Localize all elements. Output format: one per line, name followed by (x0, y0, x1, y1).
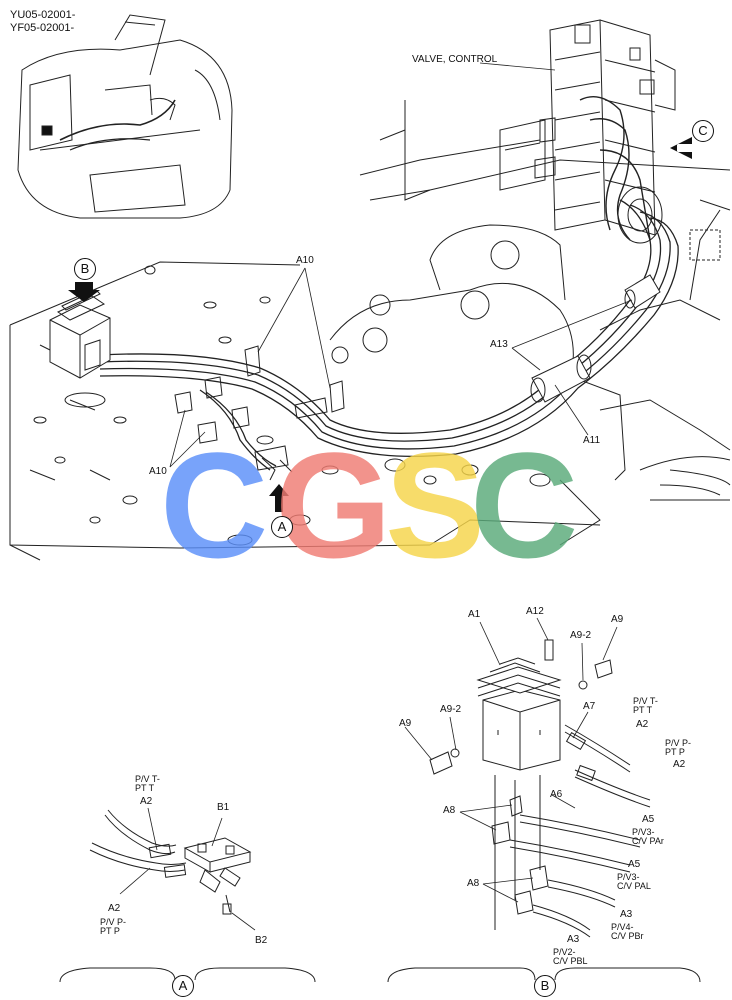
label-a13: A13 (490, 339, 508, 350)
detail-b-label-a1: A1 (468, 609, 481, 620)
detail-b-label-pv3-pal: P/V3- C/V PAL (617, 872, 651, 891)
label-a11: A11 (583, 435, 601, 446)
detail-b-label-pvt: P/V T- PT T (633, 696, 658, 715)
detail-b-section-callout: B (534, 975, 556, 997)
detail-b-label-pv2-pbl: P/V2- C/V PBL (553, 947, 588, 966)
arrow-b (68, 282, 100, 302)
detail-b-label-a5-lower: A5 (628, 859, 641, 870)
detail-a-label-b1: B1 (217, 802, 230, 813)
detail-b-label-a2-lower: A2 (673, 759, 686, 770)
detail-b-label-a6: A6 (550, 789, 563, 800)
machine-thumbnail (17, 14, 233, 219)
main-leaders (169, 62, 633, 468)
watermark-letter-4: C (470, 421, 579, 589)
detail-b-label-a12: A12 (526, 606, 544, 617)
detail-b-label-a3-right: A3 (620, 909, 633, 920)
detail-b-label-a8-upper: A8 (443, 805, 456, 816)
callout-c: C (692, 120, 714, 142)
callout-a: A (271, 516, 293, 538)
detail-b-drawing (387, 617, 701, 983)
watermark-letter-2: G (275, 421, 392, 589)
detail-b-label-a7: A7 (583, 701, 596, 712)
a10-clamps (174, 345, 345, 444)
pressure-sensor-main (254, 445, 293, 481)
arrow-a (269, 484, 289, 512)
control-valve (534, 19, 676, 241)
detail-b-label-a9-2-left: A9-2 (440, 704, 462, 715)
detail-b-label-a9-top: A9 (611, 614, 624, 625)
watermark-letter-3: S (385, 421, 486, 589)
detail-b-label-a5-upper: A5 (642, 814, 655, 825)
detail-a-label-pvp: P/V P- PT P (100, 917, 127, 936)
watermark-letter-1: C (160, 421, 269, 589)
detail-a-label-a2-top: A2 (140, 796, 153, 807)
callout-b: B (74, 258, 96, 280)
arrow-c (670, 137, 692, 159)
detail-b-label-pv3-par: P/V3- C/V PAr (632, 827, 664, 846)
a13-protector-sleeve (530, 274, 661, 403)
detail-b-label-a9-left: A9 (399, 718, 412, 729)
label-valve-control: VALVE, CONTROL (412, 54, 498, 65)
detail-a-label-b2: B2 (255, 935, 268, 946)
detail-a-label-pvt: P/V T- PT T (135, 774, 160, 793)
view-arrows (68, 137, 692, 512)
detail-b-label-pv4-pbr: P/V4- C/V PBr (611, 922, 644, 941)
detail-b-label-a3-bottom: A3 (567, 934, 580, 945)
detail-b-label-a2-upper: A2 (636, 719, 649, 730)
serial-line-1: YU05-02001- (10, 9, 76, 21)
label-a10-top: A10 (296, 255, 314, 266)
detail-a-section-callout: A (172, 975, 194, 997)
detail-b-label-pvp: P/V P- PT P (665, 738, 692, 757)
pilot-valve-main (49, 289, 111, 379)
boom-bracket (329, 100, 731, 546)
detail-a-label-a2-bottom: A2 (108, 903, 121, 914)
detail-b-label-a9-2-top: A9-2 (570, 630, 592, 641)
serial-line-2: YF05-02001- (10, 22, 75, 34)
detail-a-drawing (59, 807, 316, 983)
detail-b-label-a8-lower: A8 (467, 878, 480, 889)
label-a10-left: A10 (149, 466, 167, 477)
